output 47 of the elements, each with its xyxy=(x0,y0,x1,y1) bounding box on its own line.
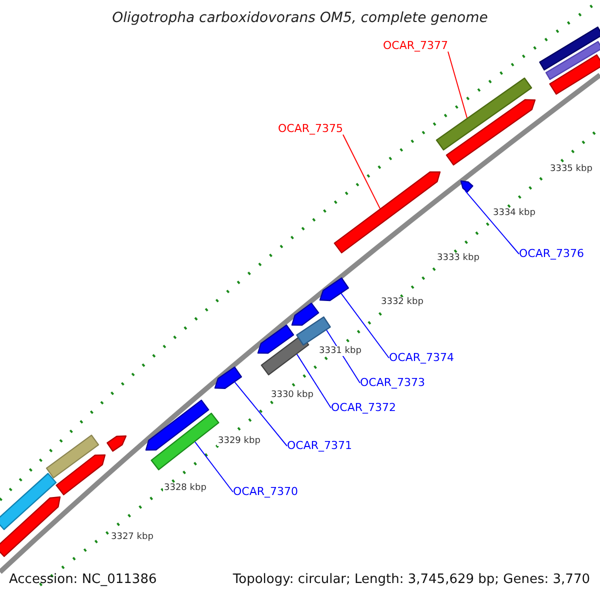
leader-line xyxy=(234,382,288,446)
gene-label: OCAR_7375 xyxy=(278,123,344,136)
leader-line xyxy=(194,441,234,492)
leader-line xyxy=(448,51,468,118)
leader-line xyxy=(296,354,332,408)
gene-block xyxy=(56,454,106,496)
gene-block xyxy=(46,434,100,478)
gene-block xyxy=(334,171,441,254)
gene-block xyxy=(150,412,220,470)
scale-label: 3330 kbp xyxy=(270,390,314,400)
scale-label: 3331 kbp xyxy=(318,346,362,356)
leader-line xyxy=(342,134,381,210)
footer-text: Accession: NC_011386 xyxy=(9,573,157,588)
gene-block xyxy=(446,99,536,166)
gene-block xyxy=(145,400,210,451)
gene-block xyxy=(260,334,310,376)
gene-block xyxy=(214,366,242,389)
gene-block xyxy=(0,472,57,530)
gene-block xyxy=(460,180,474,193)
leader-line xyxy=(464,190,520,254)
gene-label: OCAR_7371 xyxy=(287,440,352,453)
scale-label: 3333 kbp xyxy=(436,253,480,264)
gene-block xyxy=(549,54,600,95)
gene-block xyxy=(436,78,532,150)
gene-label: OCAR_7370 xyxy=(233,486,298,499)
scale-label: 3332 kbp xyxy=(380,297,424,308)
title: Oligotropha carboxidovorans OM5, complete genome xyxy=(112,10,488,26)
scale-label: 3328 kbp xyxy=(163,483,208,494)
footer-text: Topology: circular; Length: 3,745,629 bp; Genes: 3,770 xyxy=(232,573,590,588)
scale-label: 3334 kbp xyxy=(492,208,536,218)
gene-label: OCAR_7373 xyxy=(360,377,426,390)
gene-block xyxy=(0,496,61,557)
gene-block xyxy=(319,277,349,302)
scale-label: 3327 kbp xyxy=(110,532,154,542)
scale-label: 3335 kbp xyxy=(549,164,594,174)
gene-label: OCAR_7377 xyxy=(383,40,448,53)
scale-label: 3329 kbp xyxy=(217,436,262,446)
gene-label: OCAR_7376 xyxy=(519,248,584,261)
gene-block xyxy=(545,41,600,80)
gene-block xyxy=(291,302,320,326)
gene-label: OCAR_7372 xyxy=(331,402,396,415)
gene-label: OCAR_7374 xyxy=(389,352,454,365)
gene-block xyxy=(106,435,127,452)
gene-block xyxy=(539,26,600,70)
gene-block xyxy=(296,316,331,346)
gene-block xyxy=(257,324,294,354)
leader-line xyxy=(340,292,390,358)
